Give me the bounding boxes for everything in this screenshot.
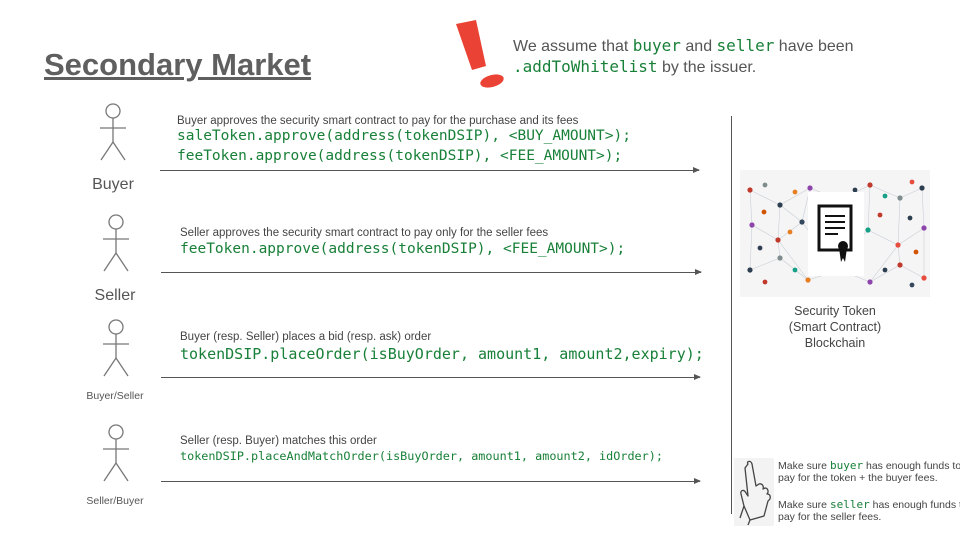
seller-funds-tip: Make sure seller has enough funds to pay… xyxy=(778,498,960,524)
step-3-arrow xyxy=(161,374,701,380)
actor-label-seller-buyer: Seller/Buyer xyxy=(86,495,144,507)
buyer-seller-actor-icon xyxy=(103,319,129,377)
step-2-description: Seller approves the security smart contr… xyxy=(180,227,549,239)
actor-label-buyer: Buyer xyxy=(92,176,134,193)
step-1-code-line-1: saleToken.approve(address(tokenDSIP), <B… xyxy=(177,128,631,144)
actor-label-seller: Seller xyxy=(94,287,136,304)
buyer-actor-icon xyxy=(100,103,126,161)
step-1-description: Buyer approves the security smart contra… xyxy=(177,115,579,127)
step-1-arrow xyxy=(160,167,700,173)
blockchain-caption: Security Token (Smart Contract) Blockcha… xyxy=(788,304,882,350)
step-2-code-line-1: feeToken.approve(address(tokenDSIP), <FE… xyxy=(180,241,626,257)
step-4-description: Seller (resp. Buyer) matches this order xyxy=(180,435,377,447)
step-3-code-line-1: tokenDSIP.placeOrder(isBuyOrder, amount1… xyxy=(180,345,704,363)
whitelist-note: We assume that buyer and seller have bee… xyxy=(513,36,854,76)
step-4-arrow xyxy=(161,478,701,484)
seller-buyer-actor-icon xyxy=(103,424,129,482)
buyer-funds-tip: Make sure buyer has enough funds to pay … xyxy=(778,459,960,485)
step-4-code-line-1: tokenDSIP.placeAndMatchOrder(isBuyOrder,… xyxy=(180,449,663,463)
pointing-hand-icon xyxy=(734,458,774,526)
seller-actor-icon xyxy=(103,214,129,272)
step-3-description: Buyer (resp. Seller) places a bid (resp.… xyxy=(180,331,432,343)
step-2-arrow xyxy=(161,269,702,275)
blockchain-network-image xyxy=(740,170,930,297)
page-title: Secondary Market xyxy=(44,47,312,82)
actor-label-buyer-seller: Buyer/Seller xyxy=(86,390,144,402)
step-1-code-line-2: feeToken.approve(address(tokenDSIP), <FE… xyxy=(177,148,623,164)
contract-document-icon xyxy=(817,204,853,262)
exclamation-icon xyxy=(456,20,504,88)
blockchain-divider xyxy=(731,116,732,514)
